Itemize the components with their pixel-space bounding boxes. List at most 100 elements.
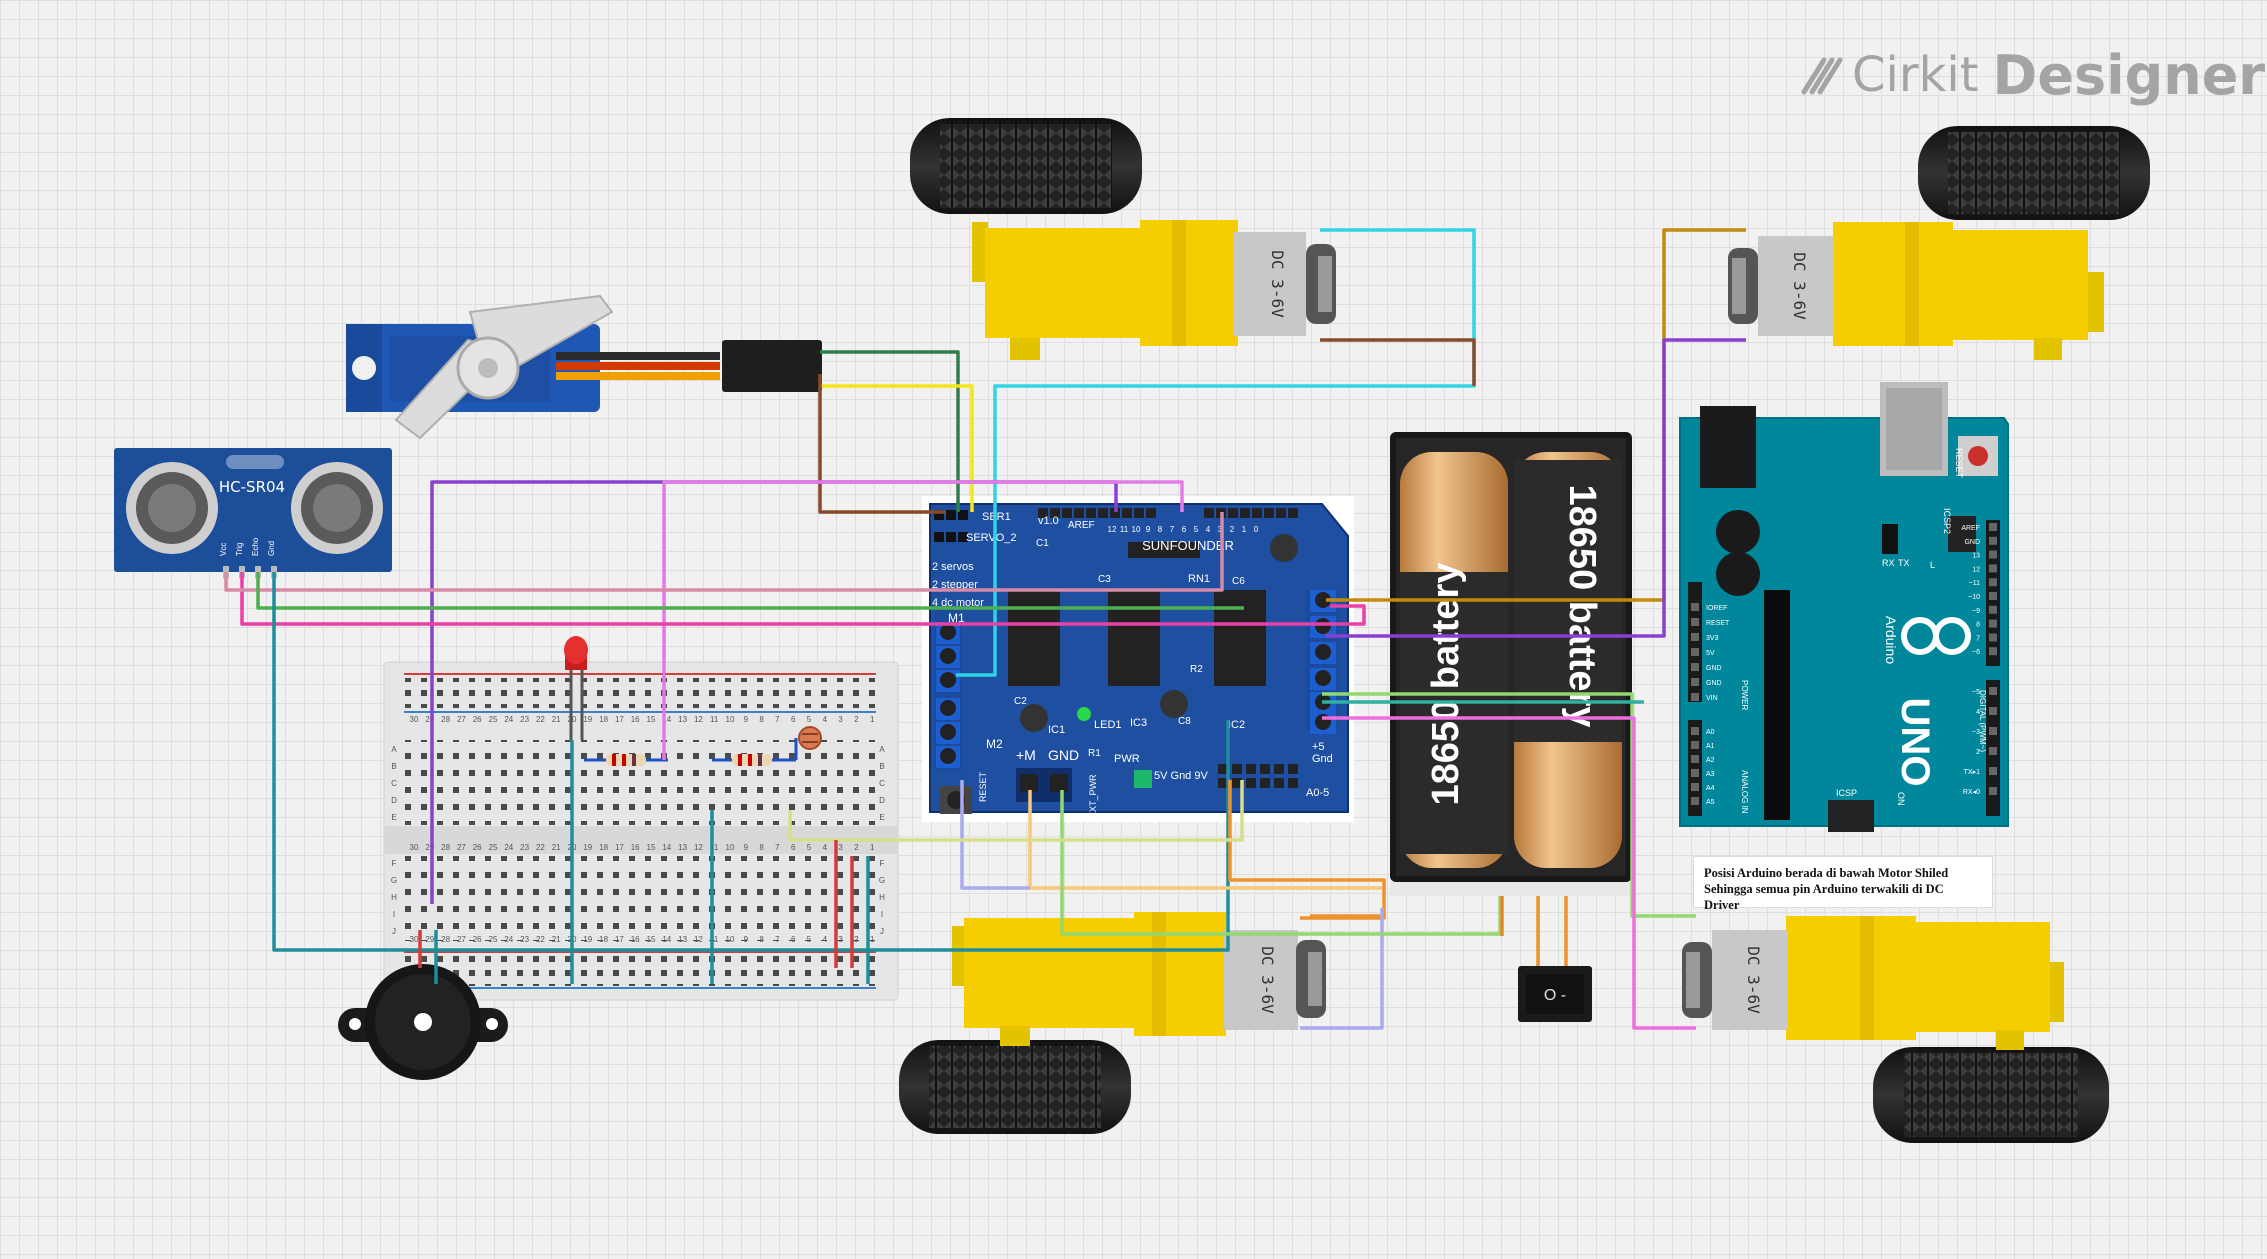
arduino-pin[interactable] [1989,787,1997,795]
shield-brand: SUNFOUNDER [1142,538,1234,553]
shield-header-pin[interactable] [1252,508,1262,518]
breadboard-column-number: 7 [775,935,780,944]
arduino-uno: IOREFRESET3V35VGNDGNDVINA0A1A2A3A4A5AREF… [1679,382,2009,832]
shield-header-pin[interactable] [1134,508,1144,518]
arduino-pin[interactable] [1691,727,1699,735]
servo-header-pin[interactable] [946,532,956,542]
sensor-pin-label: Vcc [219,543,228,556]
wire-lime-2 [1060,790,1502,936]
breadboard-row-letter: H [879,893,885,902]
arduino-pin[interactable] [1691,663,1699,671]
servo-header-pin[interactable] [934,532,944,542]
shield-ic1-label: IC1 [1048,724,1065,736]
arduino-pin[interactable] [1691,783,1699,791]
arduino-pin[interactable] [1989,605,1997,614]
breadboard-column-number: 19 [583,843,592,852]
arduino-pin[interactable] [1691,648,1699,656]
shield-digital-pin-label: 11 [1120,525,1129,534]
arduino-pin[interactable] [1989,592,1997,600]
arduino-pin[interactable] [1989,647,1997,656]
rocker-switch[interactable]: O - [1518,966,1592,1022]
arduino-pin[interactable] [1691,797,1699,805]
arduino-digital-pin-label: ~5 [1972,689,1980,696]
arduino-pin[interactable] [1691,603,1699,611]
shield-header-pin[interactable] [1146,508,1156,518]
shield-header-pin[interactable] [1098,508,1108,518]
motor-label: DC 3-6V [1258,946,1277,1014]
breadboard-column-number: 30 [410,715,419,724]
wire-lavender-left [960,780,1030,890]
servo-header-pin[interactable] [946,510,956,520]
arduino-pin[interactable] [1989,619,1997,628]
shield-analog-pin[interactable] [1218,764,1228,774]
arduino-pin[interactable] [1691,741,1699,749]
breadboard-row-letter: I [393,910,395,919]
arduino-pin[interactable] [1691,678,1699,686]
arduino-pin[interactable] [1691,618,1699,626]
shield-analog-pin[interactable] [1246,778,1256,788]
shield-analog-pin[interactable] [1288,778,1298,788]
arduino-pin[interactable] [1989,578,1997,587]
breadboard-column-number: 2 [854,843,859,852]
shield-header-pin[interactable] [1110,508,1120,518]
shield-header-pin[interactable] [1240,508,1250,518]
breadboard-column-number: 12 [694,843,703,852]
breadboard-column-number: 11 [710,715,719,724]
shield-header-pin[interactable] [1086,508,1096,518]
arduino-pin[interactable] [1989,536,1997,545]
arduino-pin[interactable] [1989,633,1997,642]
breadboard-column-number: 27 [457,935,466,944]
shield-header-pin[interactable] [1062,508,1072,518]
breadboard-row-letter: D [879,796,885,805]
breadboard-column-number: 18 [599,715,608,724]
shield-analog-pin[interactable] [1288,764,1298,774]
arduino-pin[interactable] [1989,550,1997,559]
shield-header-pin[interactable] [1276,508,1286,518]
arduino-pin[interactable] [1989,727,1997,735]
arduino-pin[interactable] [1691,755,1699,763]
breadboard-row-letter: G [879,876,885,885]
shield-analog-pin[interactable] [1232,778,1242,788]
shield-analog-pin[interactable] [1246,764,1256,774]
breadboard-column-number: 12 [694,935,703,944]
arduino-l-label: L [1930,560,1935,570]
shield-header-pin[interactable] [1264,508,1274,518]
arduino-pin[interactable] [1989,687,1997,695]
arduino-pin[interactable] [1691,693,1699,701]
shield-header-pin[interactable] [1050,508,1060,518]
arduino-digital-pin-label: TX▸1 [1964,769,1980,776]
shield-analog-pin[interactable] [1260,778,1270,788]
arduino-pin[interactable] [1691,769,1699,777]
shield-header-pin[interactable] [1228,508,1238,518]
servo-header-pin[interactable] [958,532,968,542]
shield-analog-pin[interactable] [1260,764,1270,774]
arduino-tx-label: TX [1898,558,1910,568]
shield-header-pin[interactable] [1204,508,1214,518]
arduino-pin[interactable] [1989,767,1997,775]
arduino-pin[interactable] [1989,564,1997,573]
arduino-pin[interactable] [1989,523,1997,531]
shield-digital-pin-label: 9 [1146,525,1151,534]
arduino-analog-pin-label: A3 [1706,771,1715,778]
breadboard-column-number: 5 [807,843,812,852]
breadboard-column-number: 16 [631,935,640,944]
servo-header-pin[interactable] [934,510,944,520]
breadboard-column-number: 13 [678,715,687,724]
breadboard-column-number: 8 [759,715,764,724]
arduino-analog-pin-label: A0 [1706,729,1715,736]
arduino-pin[interactable] [1691,633,1699,641]
shield-analog-pin[interactable] [1274,764,1284,774]
arduino-pin[interactable] [1989,747,1997,755]
shield-header-pin[interactable] [1074,508,1084,518]
shield-header-pin[interactable] [1038,508,1048,518]
shield-analog-pin[interactable] [1274,778,1284,788]
shield-gnd-label: GND [1048,747,1079,763]
arduino-pin[interactable] [1989,707,1997,715]
breadboard-column-number: 26 [473,843,482,852]
servo-header-pin[interactable] [958,510,968,520]
shield-analog-pin[interactable] [1232,764,1242,774]
shield-header-pin[interactable] [1288,508,1298,518]
breadboard-row-letter: F [392,859,397,868]
shield-analog-pin[interactable] [1218,778,1228,788]
shield-header-pin[interactable] [1122,508,1132,518]
